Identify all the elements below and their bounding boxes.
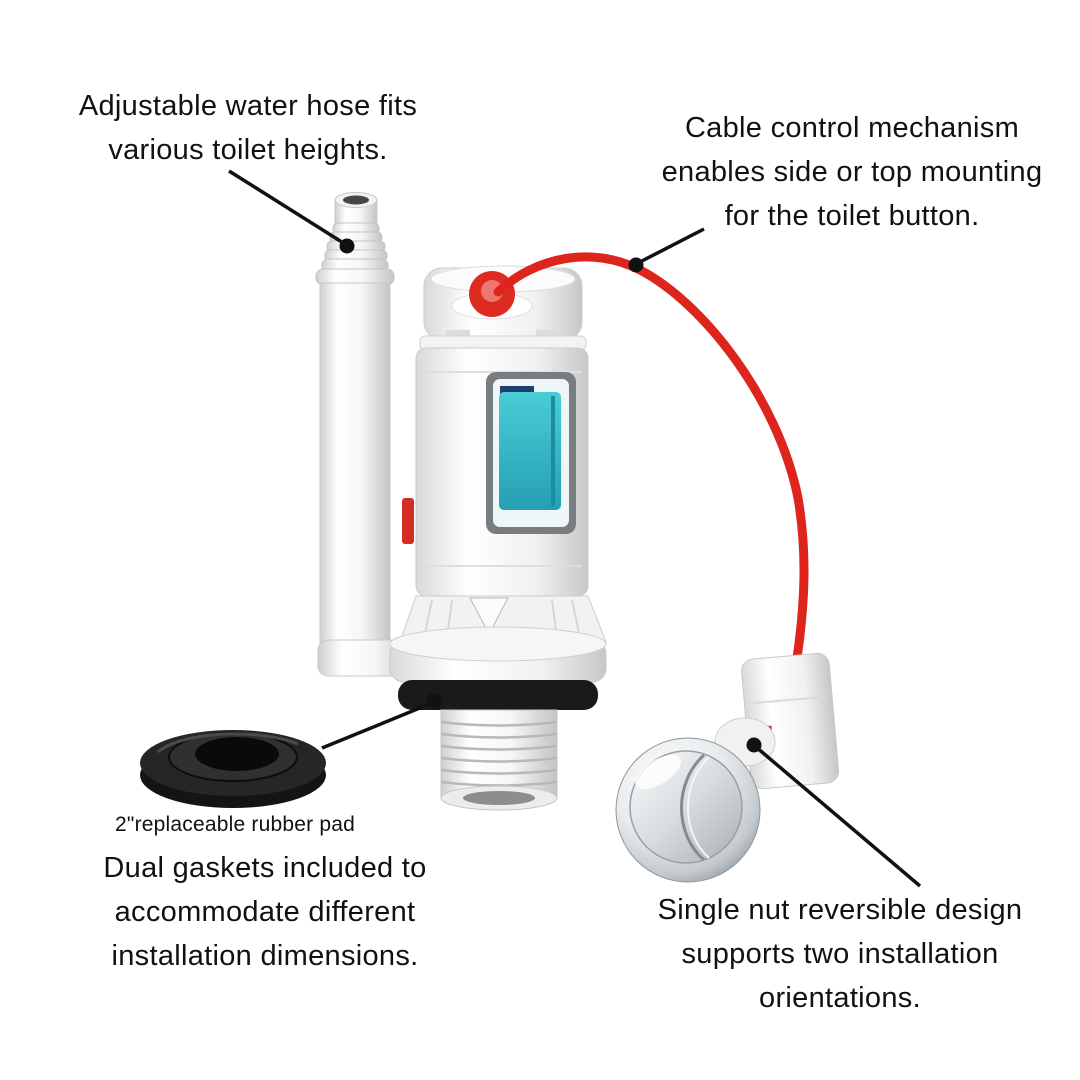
callout-gaskets-line-3: installation dimensions. xyxy=(111,940,419,972)
callout-gaskets: Dual gaskets included to accommodate dif… xyxy=(82,846,448,978)
dual-flush-divider xyxy=(680,753,706,862)
rubber-pad-label: 2"replaceable rubber pad xyxy=(115,813,355,836)
callout-gaskets-line-2: accommodate different xyxy=(114,896,416,928)
leader-lines xyxy=(228,169,922,888)
thread-line xyxy=(440,768,558,775)
control-cable xyxy=(493,252,809,663)
overflow-pipe xyxy=(315,192,415,677)
thread-line xyxy=(440,720,558,727)
thread-line xyxy=(440,756,558,763)
float-window xyxy=(486,372,576,534)
pad-sheen xyxy=(156,732,299,754)
skirt-rib xyxy=(571,599,581,639)
leader-line-hose xyxy=(228,169,346,246)
shank-opening xyxy=(463,791,535,805)
callout-cable-line-1: Cable control mechanism xyxy=(684,112,1020,144)
flush-push-button xyxy=(615,737,761,883)
dual-flush-divider-highlight xyxy=(687,756,710,859)
callout-cable-line-3: for the toilet button. xyxy=(724,200,980,232)
callout-gaskets-line-1: Dual gaskets included to xyxy=(103,852,427,884)
thread-line xyxy=(440,744,558,751)
leader-dot-button xyxy=(746,737,762,753)
pad-hole xyxy=(195,737,279,771)
rubber-pad xyxy=(140,730,326,808)
button-glare xyxy=(635,754,681,790)
callout-hose-line-1: Adjustable water hose fits xyxy=(78,90,418,122)
knob-highlight xyxy=(481,280,503,302)
callout-hose-line-2: various toilet heights. xyxy=(108,134,388,166)
callout-button: Single nut reversible design supports tw… xyxy=(642,888,1038,1020)
callout-button-line-3: orientations. xyxy=(759,982,921,1014)
thread-line xyxy=(440,732,558,739)
bracket-seam xyxy=(750,695,827,705)
leader-line-gasket xyxy=(321,701,433,750)
red-adjust-clip xyxy=(402,498,414,544)
callout-button-line-1: Single nut reversible design xyxy=(657,894,1023,926)
leader-line-cable xyxy=(637,227,705,265)
float-body xyxy=(499,392,561,510)
base-gasket xyxy=(398,680,598,710)
callout-cable-line-2: enables side or top mounting xyxy=(661,156,1043,188)
cap-slot xyxy=(446,330,470,340)
skirt-cutout xyxy=(469,597,509,636)
base-flange-top xyxy=(389,626,607,662)
pipe-body xyxy=(319,282,391,672)
leader-dot-gasket xyxy=(426,693,442,709)
callout-hose: Adjustable water hose fits various toile… xyxy=(58,84,438,172)
callout-cable: Cable control mechanism enables side or … xyxy=(652,106,1052,238)
thread-line xyxy=(440,780,558,787)
pipe-mouth-opening xyxy=(343,195,369,205)
leader-line-button xyxy=(754,745,922,888)
leader-dot-hose xyxy=(339,238,355,254)
cap-slot xyxy=(536,330,560,340)
callout-button-line-2: supports two installation xyxy=(681,938,999,970)
flush-valve-body xyxy=(389,265,607,811)
leader-dot-cable xyxy=(628,257,644,273)
